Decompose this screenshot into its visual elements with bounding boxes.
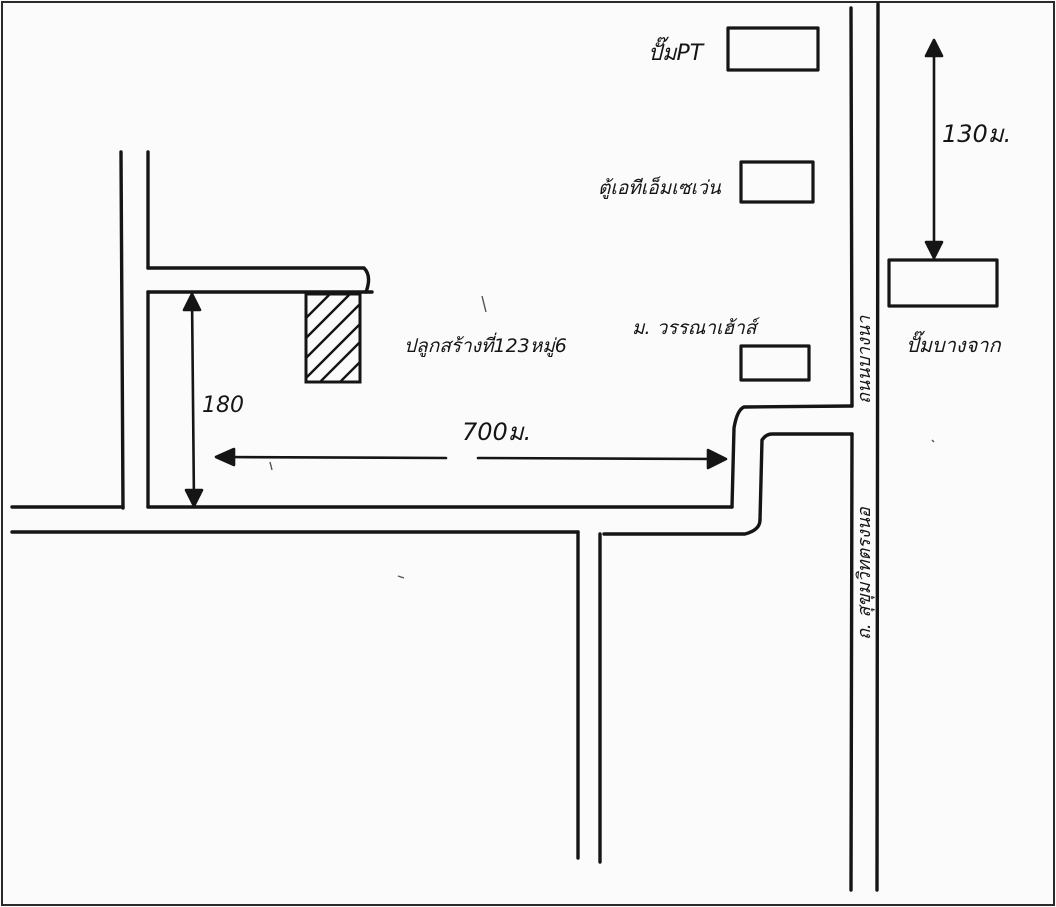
label-pump-bangchak: ปั๊มบางจาก: [906, 330, 1002, 357]
label-road-side: ถ. สุขุมวิทตรงนอ: [854, 506, 875, 640]
village-box: [739, 344, 811, 382]
arrow-130: [924, 38, 944, 260]
down-road: [576, 530, 602, 864]
pump-bangchak-box: [887, 258, 999, 308]
junction-connector: [730, 404, 854, 522]
label-pump-pt: ปั๊มPT: [648, 36, 705, 66]
atm-box: [739, 160, 815, 204]
arrow-700: [214, 447, 728, 470]
plot-lane: [146, 266, 374, 294]
label-village: ม. วรรณาเฮ้าส์: [632, 317, 760, 339]
label-dist-130: 130ม.: [942, 120, 1011, 148]
left-road: [119, 150, 150, 510]
plot-hatched: [304, 292, 362, 384]
label-road-main: ถนนบางนา: [854, 315, 875, 404]
label-dist-180: 180: [202, 393, 244, 418]
label-plot: ปลูกสร้างที่123หมู่6: [404, 332, 567, 357]
horizontal-road: [10, 505, 762, 536]
pump-pt-box: [726, 26, 820, 72]
label-atm: ตู้เอทีเอ็มเซเว่น: [598, 176, 722, 199]
stray-marks: [269, 295, 935, 579]
label-dist-700: 700ม.: [462, 418, 531, 446]
right-main-road: [849, 2, 880, 892]
arrow-180: [182, 292, 204, 508]
